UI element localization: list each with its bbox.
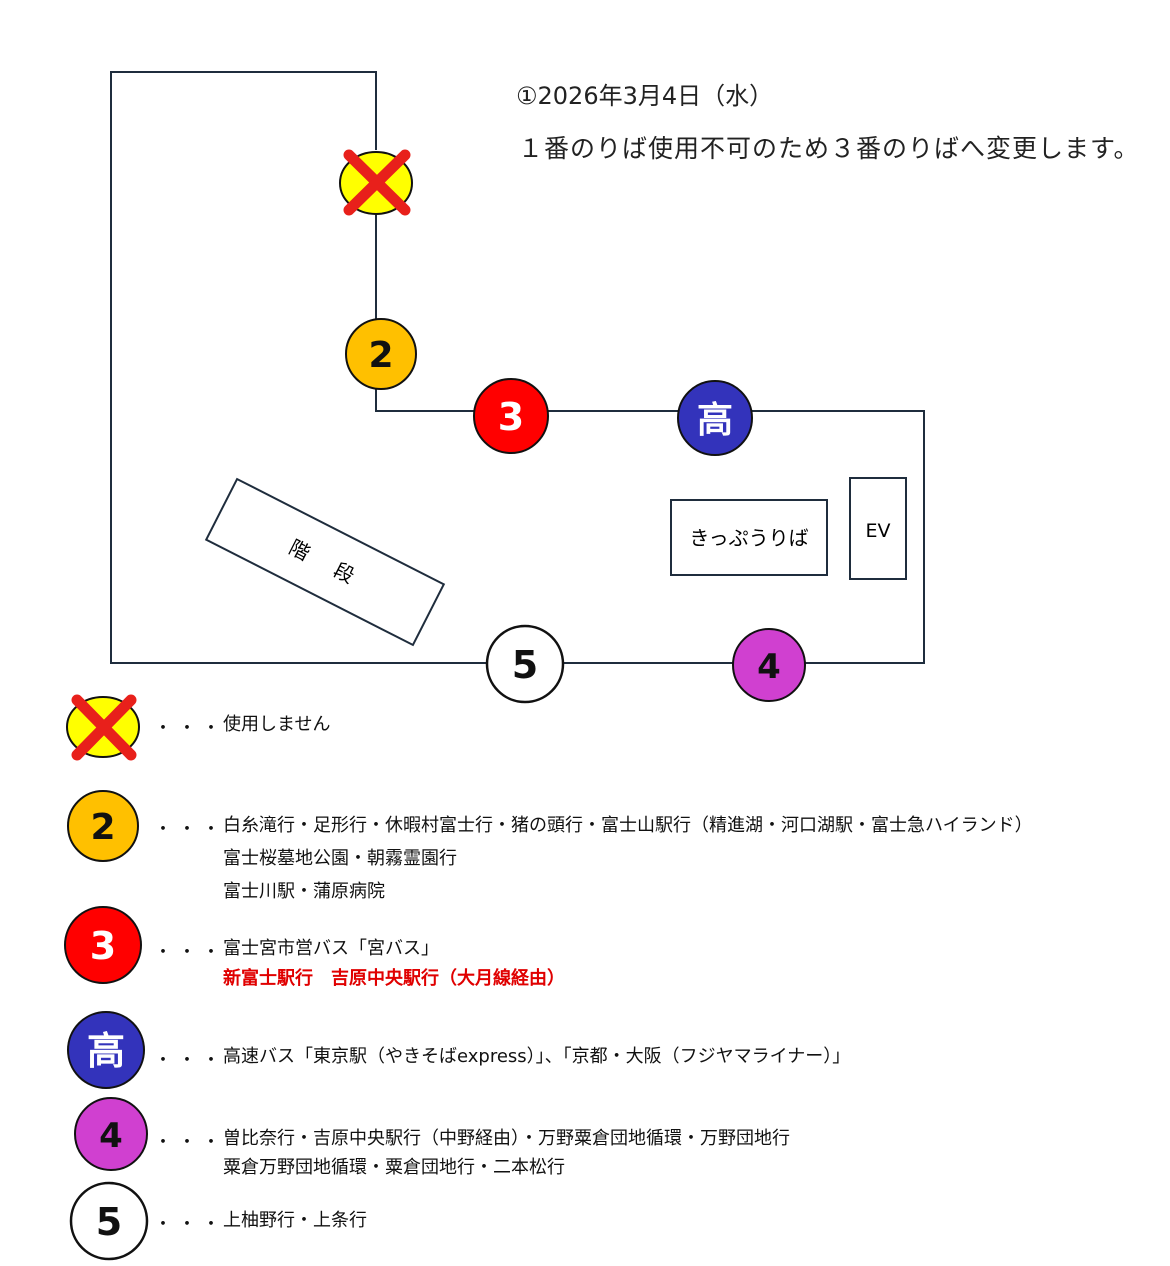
svg-text:5: 5	[512, 643, 538, 687]
stop-5-marker: 5	[485, 624, 565, 704]
notice-message: １番のりば使用不可のため３番のりばへ変更します。	[518, 134, 1140, 163]
legend-dots: ・・・	[154, 1214, 226, 1235]
svg-text:2: 2	[90, 807, 115, 848]
elevator-label: EV	[865, 520, 890, 542]
svg-text:3: 3	[90, 924, 116, 968]
stairs: 階 段	[204, 477, 446, 647]
svg-text:高: 高	[87, 1029, 125, 1073]
legend-stop-2-icon: 2	[67, 790, 139, 862]
legend-stop-2-line: 富士桜墓地公園・朝霧霊園行	[223, 848, 457, 869]
legend-stop-5-icon: 5	[69, 1181, 149, 1261]
legend-unused-icon	[66, 694, 140, 761]
svg-text:高: 高	[697, 400, 733, 441]
svg-text:3: 3	[498, 395, 524, 439]
legend-dots: ・・・	[154, 942, 226, 963]
elevator	[849, 477, 907, 580]
legend-stop-2-line: 富士川駅・蒲原病院	[223, 881, 385, 902]
legend-stop-3-line: 富士宮市営バス「宮バス」	[223, 938, 439, 959]
svg-text:5: 5	[96, 1200, 122, 1244]
stop-4-marker: 4	[732, 628, 806, 702]
svg-text:4: 4	[99, 1116, 123, 1156]
legend-stop-4-line: 曽比奈行・吉原中央駅行（中野経由）・万野粟倉団地循環・万野団地行	[223, 1128, 790, 1149]
ticket-office-label: きっぷうりば	[689, 526, 808, 550]
svg-text:4: 4	[757, 647, 781, 687]
legend-stop-3-route: 新富士駅行 吉原中央駅行（大月線経由）	[223, 968, 565, 989]
stop-2-marker: 2	[345, 318, 417, 390]
legend-stop-2-line: 白糸滝行・足形行・休暇村富士行・猪の頭行・富士山駅行（精進湖・河口湖駅・富士急ハ…	[223, 815, 1033, 836]
unused-stop-marker	[339, 149, 413, 216]
notice-date: ①2026年3月4日（水）	[516, 82, 774, 110]
legend-stop-5-line: 上柚野行・上条行	[223, 1210, 367, 1231]
stop-3-marker: 3	[473, 378, 549, 454]
legend-dots: ・・・	[154, 1132, 226, 1153]
svg-text:2: 2	[368, 335, 393, 376]
highway-stop-marker: 高	[677, 380, 753, 456]
legend-stop-3-icon: 3	[64, 906, 142, 984]
legend-dots: ・・・	[154, 819, 226, 840]
legend-unused-text: 使用しません	[223, 714, 331, 735]
ticket-office	[670, 499, 828, 576]
legend-highway-icon: 高	[67, 1011, 145, 1089]
legend-stop-4-line: 粟倉万野団地循環・粟倉団地行・二本松行	[223, 1157, 565, 1178]
legend-highway-line: 高速バス「東京駅（やきそばexpress）」、「京都・大阪（フジヤマライナー）」	[223, 1046, 851, 1067]
legend-dots: ・・・	[154, 718, 226, 739]
legend-dots: ・・・	[154, 1050, 226, 1071]
legend-stop-4-icon: 4	[74, 1097, 148, 1171]
